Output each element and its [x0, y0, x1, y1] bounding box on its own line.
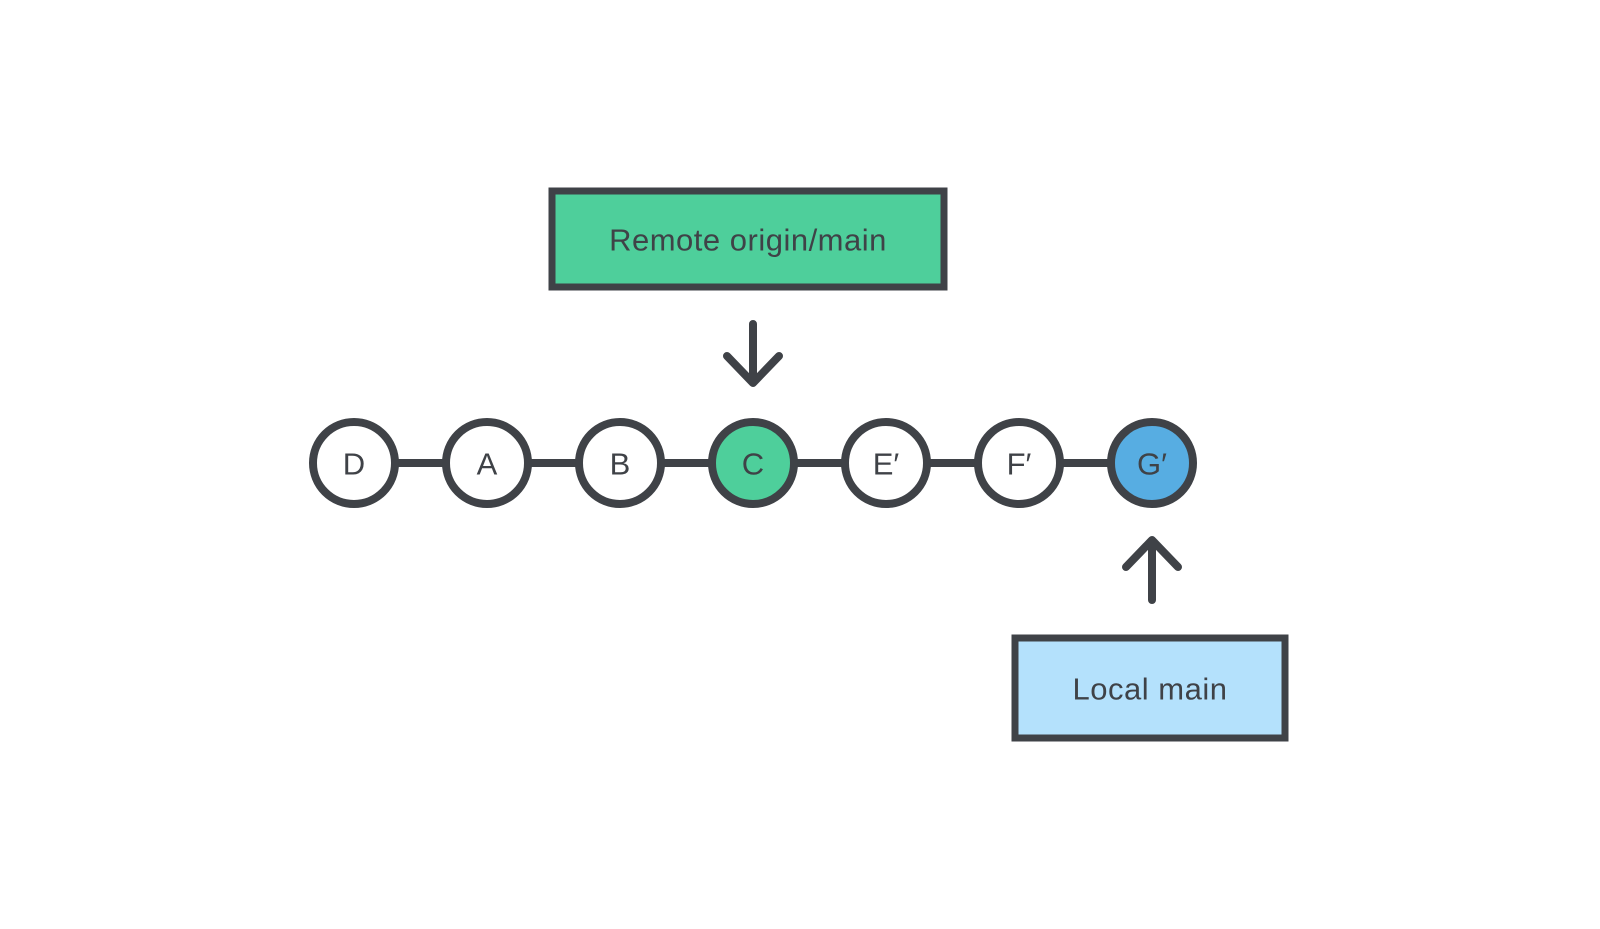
commit-circle [708, 418, 798, 508]
commit-node: F′ [974, 418, 1064, 508]
commit-label: C [742, 447, 764, 482]
commit-label: G′ [1137, 447, 1167, 482]
commit-label: D [343, 447, 365, 482]
local-branch-box [1011, 634, 1289, 742]
commit-circle [442, 418, 532, 508]
commit-label: A [477, 447, 498, 482]
arrow-down-icon [723, 320, 783, 387]
commit-node: E′ [841, 418, 931, 508]
commit-node: B [575, 418, 665, 508]
commit-circle [1107, 418, 1197, 508]
commit-circle [575, 418, 665, 508]
commit-node: C [708, 418, 798, 508]
commit-node: D [309, 418, 399, 508]
remote-branch-label: Remote origin/main [609, 223, 887, 258]
commit-node: G′ [1107, 418, 1197, 508]
commit-node: A [442, 418, 532, 508]
commit-circle [309, 418, 399, 508]
remote-branch-box [548, 187, 948, 291]
arrow-up-icon [1122, 536, 1182, 604]
commit-label: E′ [873, 447, 900, 482]
commit-label: F′ [1007, 447, 1032, 482]
local-branch-label: Local main [1073, 672, 1228, 707]
commit-circle [841, 418, 931, 508]
commit-label: B [610, 447, 631, 482]
commit-circle [974, 418, 1064, 508]
